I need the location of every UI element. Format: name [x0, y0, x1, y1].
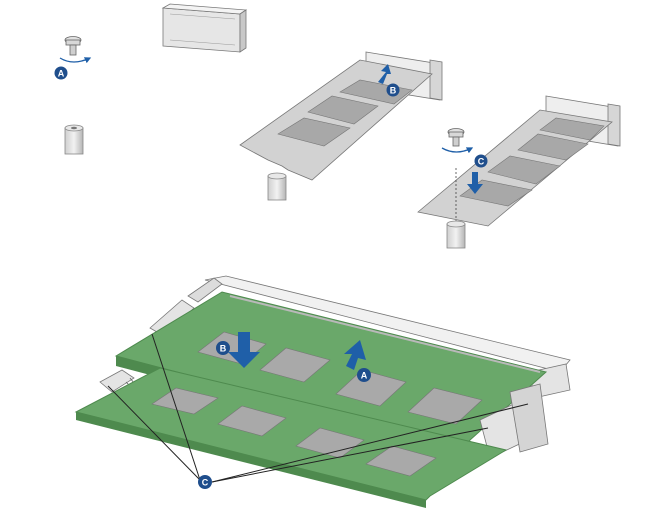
callout-label: A: [58, 69, 65, 79]
m2-standoff-right: [446, 220, 466, 249]
rotate-arrow-icon: [441, 147, 474, 154]
rotate-arrow-icon: [59, 57, 92, 64]
push-arrow-icon: [228, 332, 260, 368]
dimm-socket-lower: [99, 369, 549, 459]
m2-standoff: [64, 124, 84, 155]
push-arrow-icon: [344, 340, 366, 370]
callout-m2-screw-c: C: [474, 154, 488, 168]
callout-label: C: [478, 157, 485, 167]
dimm-socket-upper: [149, 275, 571, 399]
callout-screw-a: A: [54, 66, 68, 80]
push-arrow-icon: [467, 172, 483, 194]
callout-dimm-latch-c: C: [198, 475, 212, 489]
callout-label: C: [202, 478, 209, 488]
m2-screw-right: [447, 128, 465, 147]
m2-standoff-middle: [267, 172, 287, 201]
dimm-latch-leaders: [107, 333, 529, 483]
push-arrow-icon: [378, 64, 391, 84]
callout-dimm-insert-a: A: [357, 368, 371, 382]
callout-dimm-push-b: B: [216, 341, 230, 355]
callout-label: A: [361, 371, 368, 381]
callout-label: B: [220, 344, 227, 354]
m2-slot-connector: [161, 3, 248, 53]
m2-screw: [64, 36, 82, 56]
callout-m2-insert-b: B: [386, 83, 400, 97]
m2-card-flat: [417, 95, 621, 227]
m2-card-angled: B: [239, 51, 443, 181]
dimm-module-lower: [74, 367, 508, 508]
callout-label: B: [390, 86, 397, 96]
